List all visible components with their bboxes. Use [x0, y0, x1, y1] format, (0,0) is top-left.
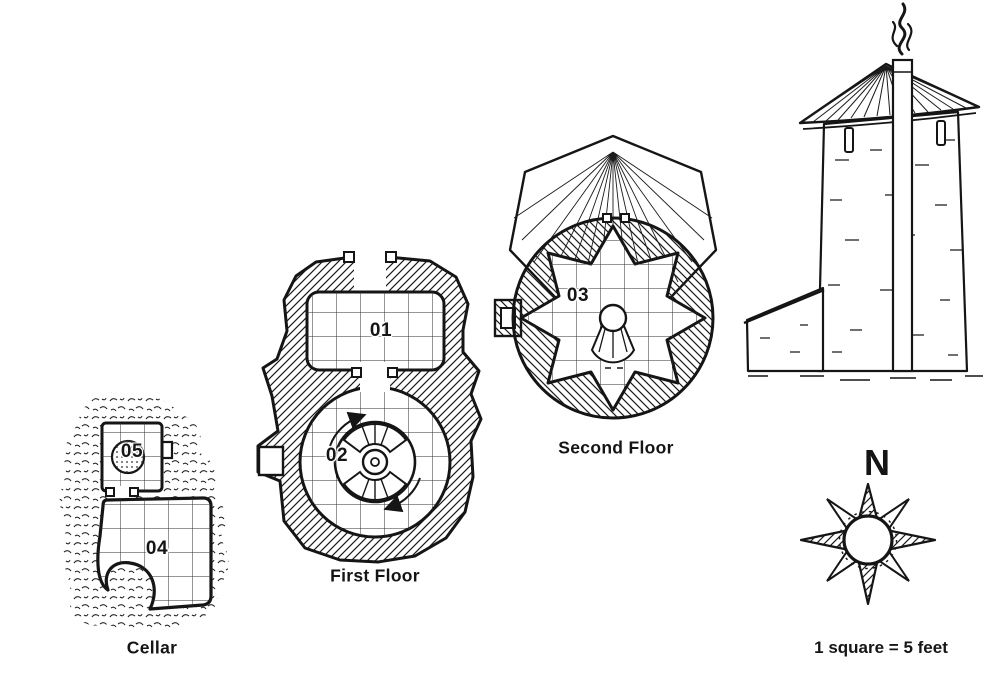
cellar-plan — [59, 392, 229, 632]
first-floor-plan — [256, 250, 483, 564]
compass-center — [842, 514, 894, 566]
rotation-arrow-top — [329, 411, 367, 447]
tower-elevation — [743, 2, 983, 381]
chimney — [891, 58, 914, 373]
second-floor-plan — [493, 134, 718, 420]
smoke — [891, 2, 913, 56]
compass-north-label: N — [864, 442, 890, 483]
room-label-05: 05 — [120, 441, 144, 462]
compass-spike-ring — [838, 510, 898, 570]
scale-note: 1 square = 5 feet — [814, 638, 948, 657]
first-floor-inner-door — [351, 362, 398, 392]
cellar-label: Cellar — [126, 637, 178, 658]
first-floor-label: First Floor — [330, 565, 420, 586]
room-label-04: 04 — [145, 538, 169, 559]
room-label-03: 03 — [566, 285, 590, 306]
first-floor-room-01 — [305, 290, 446, 372]
cellar-room-05 — [100, 421, 174, 493]
first-floor-entrance — [343, 250, 397, 296]
room-label-02: 02 — [325, 445, 349, 466]
second-floor-label: Second Floor — [558, 437, 674, 458]
hopper-mechanism — [590, 303, 636, 369]
annex-building — [743, 286, 825, 373]
compass-rose — [799, 482, 937, 606]
window-slit-left — [844, 127, 854, 153]
first-floor-alcove — [257, 445, 285, 477]
window-slit-right — [936, 120, 946, 146]
rotation-arrow-bottom — [383, 477, 421, 513]
room-label-01: 01 — [369, 320, 393, 341]
ground-strokes — [748, 375, 983, 381]
second-floor-top-door — [602, 213, 630, 223]
cellar-room-04 — [96, 496, 213, 611]
millstone — [329, 411, 421, 513]
